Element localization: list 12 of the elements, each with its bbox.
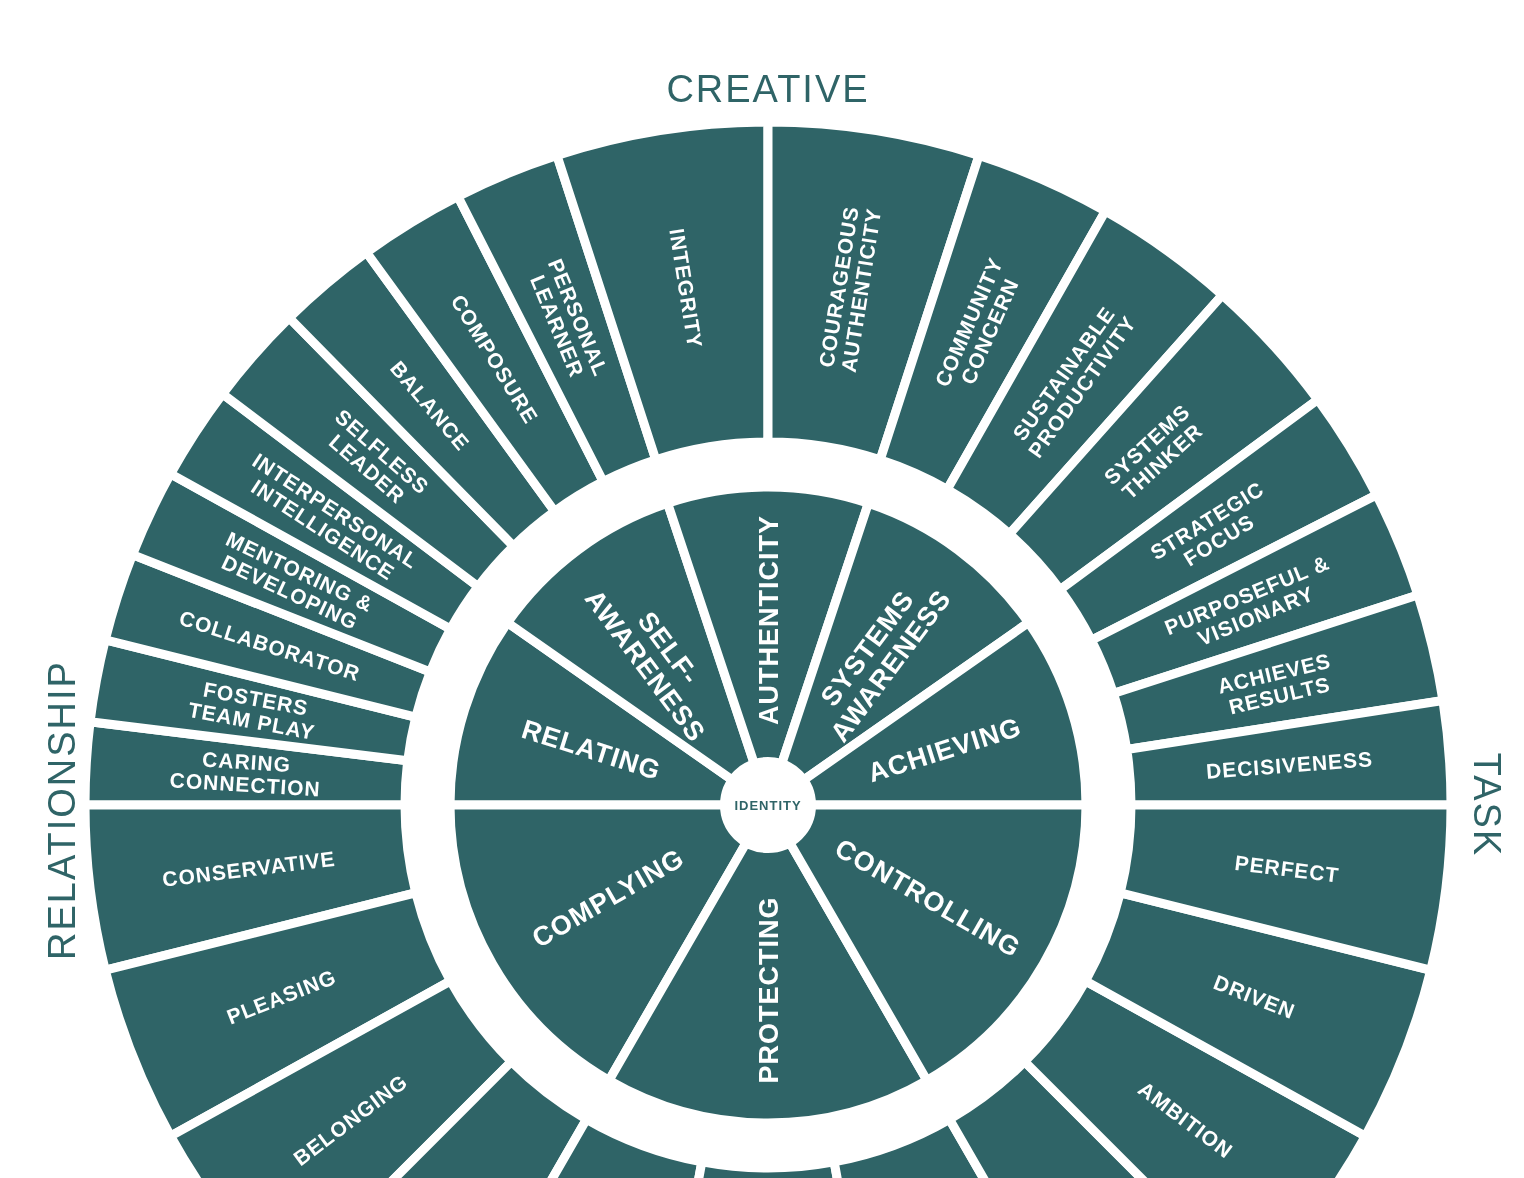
segment-label: AUTHENTICITY <box>753 515 784 725</box>
segment-label: FOSTERS TEAM PLAY <box>186 677 317 744</box>
segment-label: CARING CONNECTION <box>169 747 322 801</box>
segment-label: PERFECT <box>1233 851 1341 887</box>
category-heading: CREATIVE <box>666 68 870 110</box>
segment-label: INTEGRITY <box>665 226 707 350</box>
category-heading: TASK <box>1466 752 1508 858</box>
center-label: IDENTITY <box>734 797 802 813</box>
segment-label: CONSERVATIVE <box>161 846 337 891</box>
category-heading: RELATIONSHIP <box>41 660 83 960</box>
segment-label: PROTECTING <box>753 896 784 1084</box>
segment-label: DECISIVENESS <box>1205 747 1374 783</box>
